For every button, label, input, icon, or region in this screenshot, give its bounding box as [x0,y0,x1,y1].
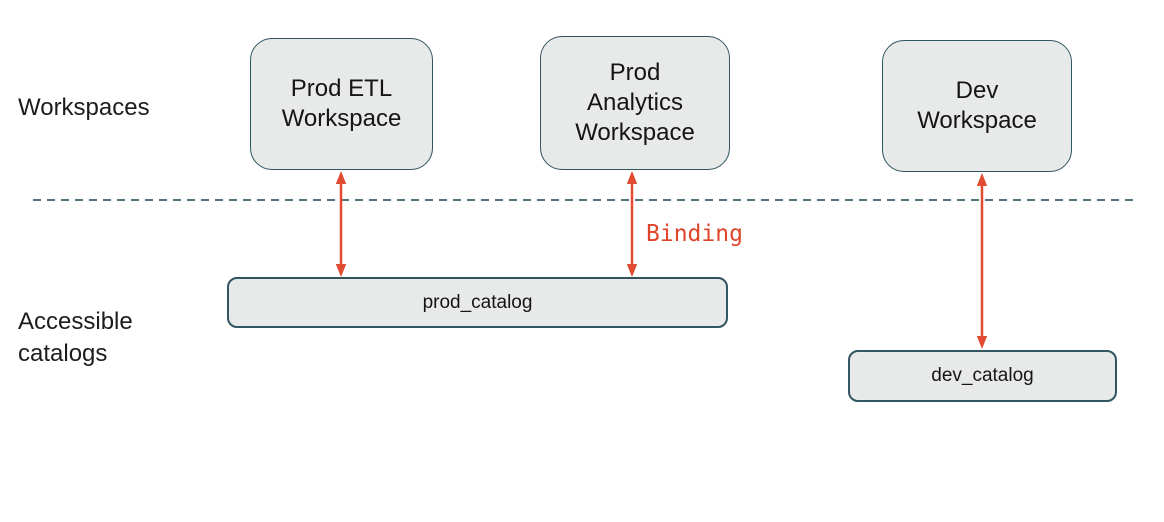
node-dev-catalog: dev_catalog [848,350,1117,402]
binding-arrow-prod-analytics-to-prod-catalog [626,171,638,277]
binding-label: Binding [646,221,743,247]
workspaces-row-label: Workspaces [18,94,150,121]
node-prod-etl-workspace: Prod ETL Workspace [250,38,433,170]
node-prod-analytics-workspace: Prod Analytics Workspace [540,36,730,170]
workspace-catalog-divider-line [33,199,1133,201]
node-prod-catalog-label: prod_catalog [422,291,533,313]
node-prod-catalog: prod_catalog [227,277,728,328]
node-prod-analytics-workspace-label: Prod Analytics Workspace [575,59,695,146]
binding-arrow-prod-etl-to-prod-catalog [335,171,347,277]
accessible-catalogs-row-label: Accessible catalogs [18,308,133,368]
node-dev-workspace-label: Dev Workspace [917,77,1037,134]
node-dev-catalog-label: dev_catalog [931,365,1034,386]
node-prod-etl-workspace-label: Prod ETL Workspace [281,75,402,132]
binding-arrow-dev-to-dev-catalog [976,173,988,349]
node-dev-workspace: Dev Workspace [882,40,1072,172]
